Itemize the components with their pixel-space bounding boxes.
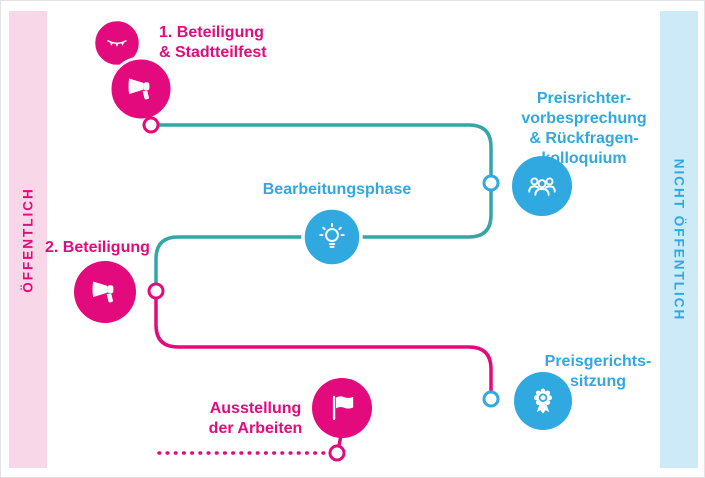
node-preisrichter [512, 156, 572, 216]
label-bearbeitungsphase: Bearbeitungsphase [262, 181, 412, 198]
jury-people-icon [528, 177, 556, 196]
bunting-icon [107, 39, 127, 47]
label-beteiligung1: 1. Beteiligung & Stadtteilfest [159, 24, 267, 62]
label-preisrichter: Preisrichter- vorbesprechung & Rückfrage… [521, 90, 647, 168]
connector-step1-to-preisrichter [149, 123, 493, 185]
flag-circle [312, 378, 372, 438]
label-ausstellung: Ausstellung der Arbeiten [208, 400, 303, 438]
node-bearbeitungsphase [301, 206, 363, 268]
ring-preisrichter [482, 174, 500, 192]
ring-step2 [147, 282, 165, 300]
node-preisgericht [514, 372, 572, 430]
node-beteiligung1 [92, 18, 174, 122]
label-preisgericht: Preisgerichts- sitzung [544, 353, 652, 391]
label-beteiligung2: 2. Beteiligung [45, 239, 150, 256]
not-public-band: NICHT ÖFFENTLICH [660, 11, 698, 468]
award-medal-icon [533, 388, 553, 414]
node-ausstellung [312, 378, 372, 438]
jury-circle [512, 156, 572, 216]
ring-preisgericht [482, 390, 500, 408]
public-band: ÖFFENTLICH [9, 11, 47, 468]
flag-icon [332, 395, 354, 421]
node-beteiligung2 [74, 261, 136, 323]
connector-step2-to-preisgericht [154, 289, 493, 401]
ring-ausstellung [328, 444, 346, 462]
lightbulb-icon [319, 223, 345, 248]
lightbulb-circle [301, 206, 363, 268]
ring-step1 [142, 116, 160, 134]
